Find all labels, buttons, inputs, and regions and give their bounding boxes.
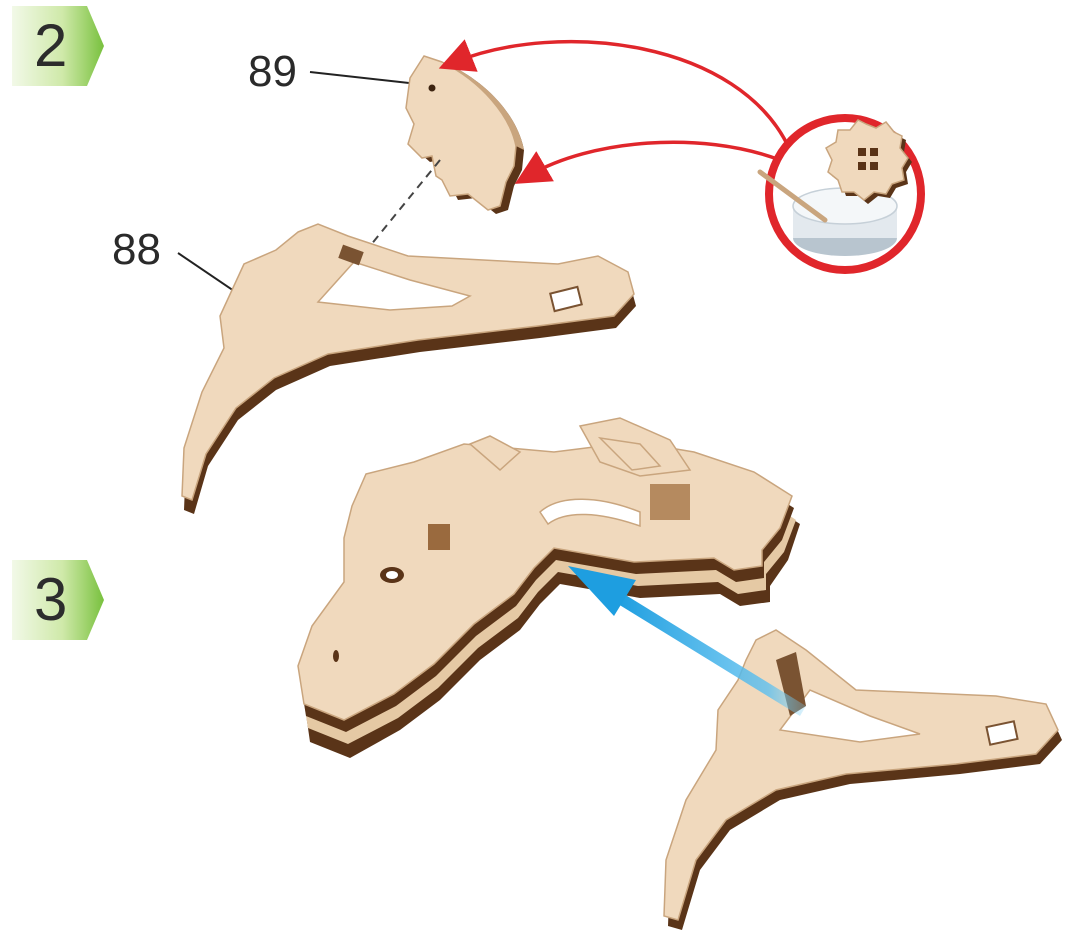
part-89-piece	[406, 56, 524, 214]
leader-line-89	[310, 72, 418, 84]
part-88-stand-step3	[664, 630, 1062, 930]
red-arrow-bottom	[530, 142, 780, 175]
alignment-dashed-line	[370, 160, 440, 246]
